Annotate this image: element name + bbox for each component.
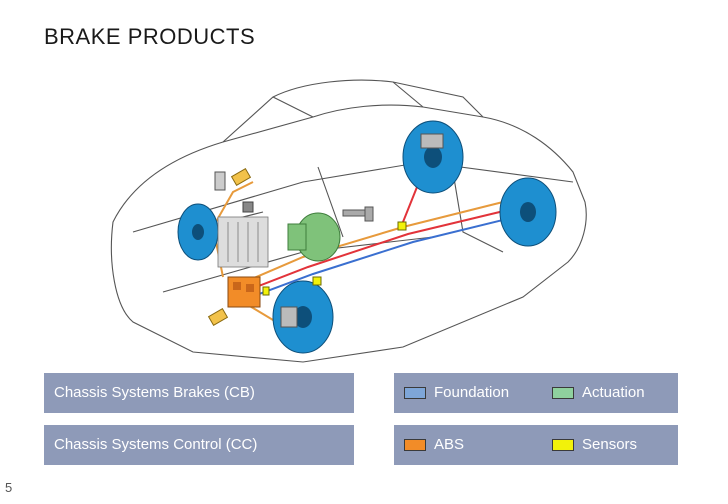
category-cc-bar: Chassis Systems Control (CC) — [44, 425, 354, 465]
engine-block — [217, 216, 269, 268]
page-number: 5 — [5, 480, 13, 495]
abs-unit — [227, 276, 261, 308]
category-cc-label: Chassis Systems Control (CC) — [54, 436, 258, 453]
legend-foundation: Foundation — [404, 373, 509, 413]
legend-sensors: Sensors — [552, 425, 637, 465]
legend-row-1: Foundation Actuation — [394, 373, 678, 413]
legend-actuation: Actuation — [552, 373, 645, 413]
sensors-label: Sensors — [582, 436, 638, 453]
foundation-label: Foundation — [434, 384, 510, 401]
actuation-label: Actuation — [582, 384, 645, 401]
brake-pedal — [342, 206, 374, 222]
slide-title: BRAKE PRODUCTS — [44, 24, 256, 49]
brake-disc-rear-left — [402, 120, 464, 194]
brake-disc-front-left — [177, 203, 219, 261]
category-cb-label: Chassis Systems Brakes (CB) — [54, 384, 255, 401]
sensors — [262, 221, 407, 296]
foundation-swatch — [404, 387, 426, 399]
legend-abs: ABS — [404, 425, 464, 465]
brake-disc-front-right — [272, 280, 334, 354]
legend-row-2: ABS Sensors — [394, 425, 678, 465]
brake-booster — [287, 212, 341, 262]
sensors-swatch — [552, 439, 574, 451]
abs-label: ABS — [434, 436, 465, 453]
abs-swatch — [404, 439, 426, 451]
car-brake-svg — [110, 79, 587, 363]
category-cb-bar: Chassis Systems Brakes (CB) — [44, 373, 354, 413]
ecu-tags — [207, 167, 254, 327]
brake-disc-rear-right — [499, 177, 557, 247]
actuation-swatch — [552, 387, 574, 399]
car-brake-illustration — [103, 62, 597, 367]
